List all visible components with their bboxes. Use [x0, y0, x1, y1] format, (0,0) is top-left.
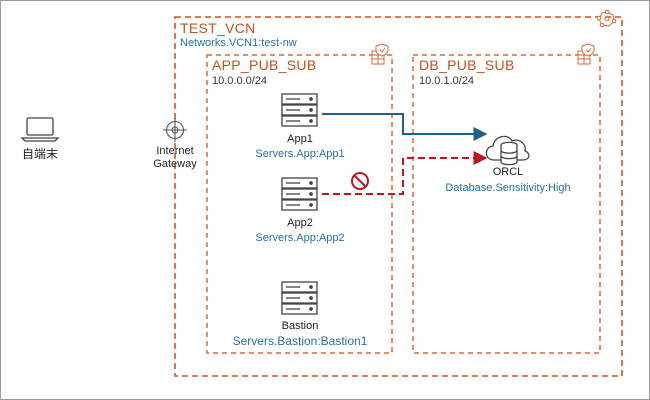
orcl-tag: Database.Sensitivity:High: [445, 182, 571, 194]
database-cloud-icon: [485, 135, 530, 166]
laptop-icon: [20, 117, 60, 142]
vcn-title: TEST_VCN: [180, 20, 256, 36]
bastion-name: Bastion: [281, 320, 319, 332]
client-label: 自端末: [21, 147, 59, 161]
server-icon-app1: [281, 93, 318, 127]
connection-app1-orcl: [322, 113, 488, 141]
app2-tag: Servers.App:App2: [255, 232, 345, 244]
gateway-label-line2: Gateway: [153, 158, 197, 170]
gateway-label-line1: Internet: [156, 145, 194, 157]
db-subnet-title: DB_PUB_SUB: [419, 57, 515, 73]
app1-name: App1: [287, 133, 313, 145]
internet-gateway-icon: [163, 118, 187, 142]
app2-name: App2: [287, 217, 313, 229]
vcn-icon: [596, 9, 617, 28]
app1-tag: Servers.App:App1: [255, 148, 345, 160]
server-icon-app2: [281, 177, 318, 211]
orcl-name: ORCL: [492, 166, 524, 178]
db-subnet-cidr: 10.0.1.0/24: [419, 75, 475, 87]
prohibited-icon: [351, 172, 369, 190]
connection-app2-orcl: [322, 151, 488, 195]
server-icon-bastion: [281, 281, 318, 315]
vcn-boundary: [174, 16, 623, 377]
app-subnet-cidr: 10.0.0.0/24: [212, 75, 268, 87]
bastion-tag: Servers.Bastion:Bastion1: [232, 334, 368, 348]
app-subnet-boundary: [206, 54, 393, 354]
app-subnet-title: APP_PUB_SUB: [212, 57, 317, 73]
db-subnet-security-icon: [577, 43, 595, 65]
db-subnet-boundary: [412, 54, 601, 354]
app-subnet-security-icon: [371, 43, 389, 65]
vcn-tag: Networks.VCN1:test-nw: [180, 37, 297, 49]
